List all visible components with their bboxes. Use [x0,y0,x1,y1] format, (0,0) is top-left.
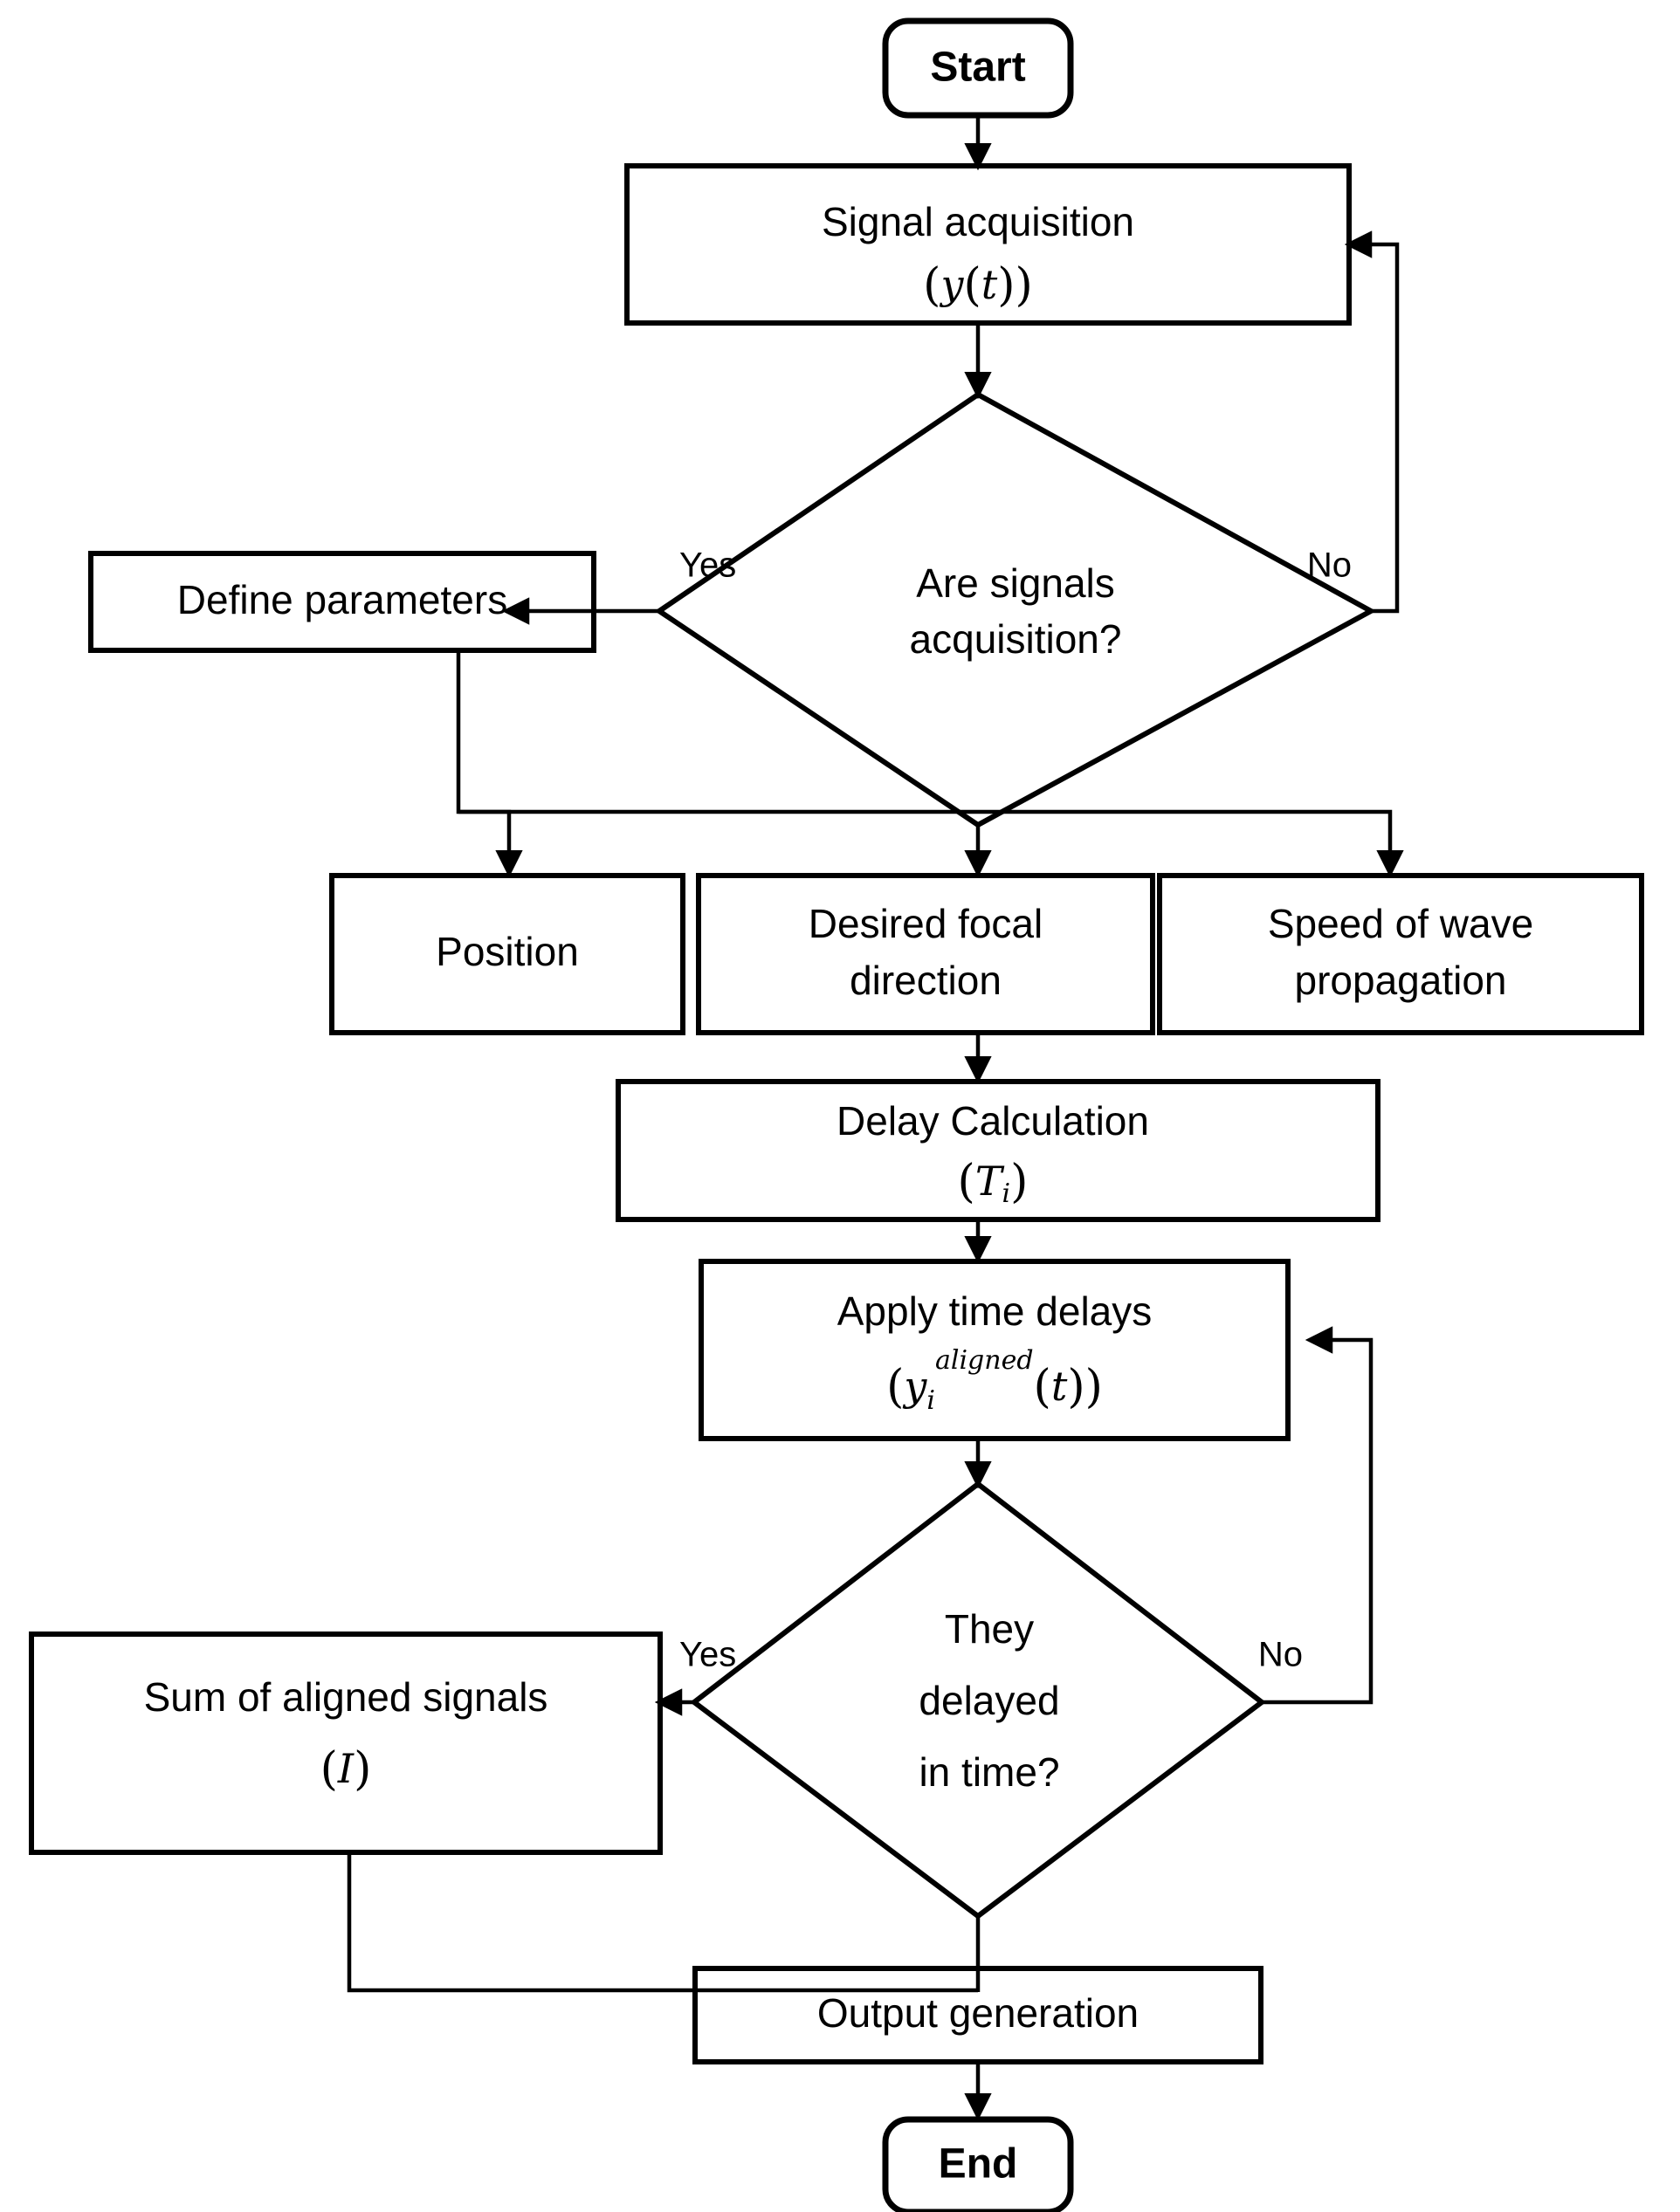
node-start-label: Start [930,45,1025,91]
node-speed-of-wave-propagation-line2: propagation [1295,958,1507,1003]
node-output-generation[interactable]: Output generation [692,1966,1263,2064]
node-desired-focal-direction-line1: Desired focal [809,901,1043,946]
node-decision-acquisition[interactable]: Are signals acquisition? Yes No [654,391,1377,828]
edge-decision-to-speed-of-wave-propagation [978,809,1404,878]
node-apply-time-delays-label: Apply time delays [837,1288,1153,1334]
node-position[interactable]: Position [329,873,685,1035]
edge-define-parameters-to-position [456,650,523,878]
node-decision-acquisition-line2: acquisition? [910,616,1122,662]
node-apply-time-delays[interactable]: Apply time delays (yialigned(t)) [699,1259,1291,1441]
edge-decision-no-feedback [1344,230,1400,614]
edge-label-no-acquisition: No [1307,546,1352,585]
node-signal-acquisition-label: Signal acquisition [822,199,1134,244]
edge-label-yes-delayed: Yes [679,1636,736,1674]
node-signal-acquisition[interactable]: Signal acquisition (y(t)) [624,163,1352,326]
node-decision-delayed-line3: in time? [919,1749,1059,1795]
node-define-parameters[interactable]: Define parameters [88,551,596,653]
node-speed-of-wave-propagation[interactable]: Speed of wave propagation [1157,873,1644,1035]
node-apply-time-delays-formula: (yialigned(t)) [886,1345,1103,1416]
node-define-parameters-label: Define parameters [177,577,507,622]
edge-label-no-delayed: No [1258,1636,1303,1674]
node-end-label: End [939,2141,1018,2188]
node-sum-of-aligned-signals-label: Sum of aligned signals [144,1674,548,1720]
node-sum-of-aligned-signals-formula: (I) [320,1743,372,1796]
node-decision-delayed-line2: delayed [919,1678,1059,1723]
node-start[interactable]: Start [882,17,1074,119]
node-position-label: Position [436,929,579,974]
node-decision-acquisition-line1: Are signals [916,560,1115,606]
node-output-generation-label: Output generation [817,1990,1139,2036]
node-delay-calculation-formula: (Ti) [958,1156,1029,1210]
node-desired-focal-direction[interactable]: Desired focal direction [696,873,1155,1035]
edge-decision-delayed-no-feedback [1262,1326,1374,1705]
node-desired-focal-direction-line2: direction [850,958,1002,1003]
node-speed-of-wave-propagation-line1: Speed of wave [1268,901,1533,946]
edge-label-yes-acquisition: Yes [679,546,736,585]
node-delay-calculation-label: Delay Calculation [837,1098,1149,1144]
node-decision-delayed-line1: They [945,1606,1034,1652]
node-decision-delayed[interactable]: They delayed in time? Yes No [679,1480,1303,1920]
node-signal-acquisition-formula: (y(t)) [923,259,1033,312]
edge-sum-to-output-generation [347,1852,978,1993]
node-sum-of-aligned-signals[interactable]: Sum of aligned signals (I) [29,1632,663,1855]
node-end[interactable]: End [882,2116,1074,2212]
node-delay-calculation[interactable]: Delay Calculation (Ti) [616,1079,1380,1222]
